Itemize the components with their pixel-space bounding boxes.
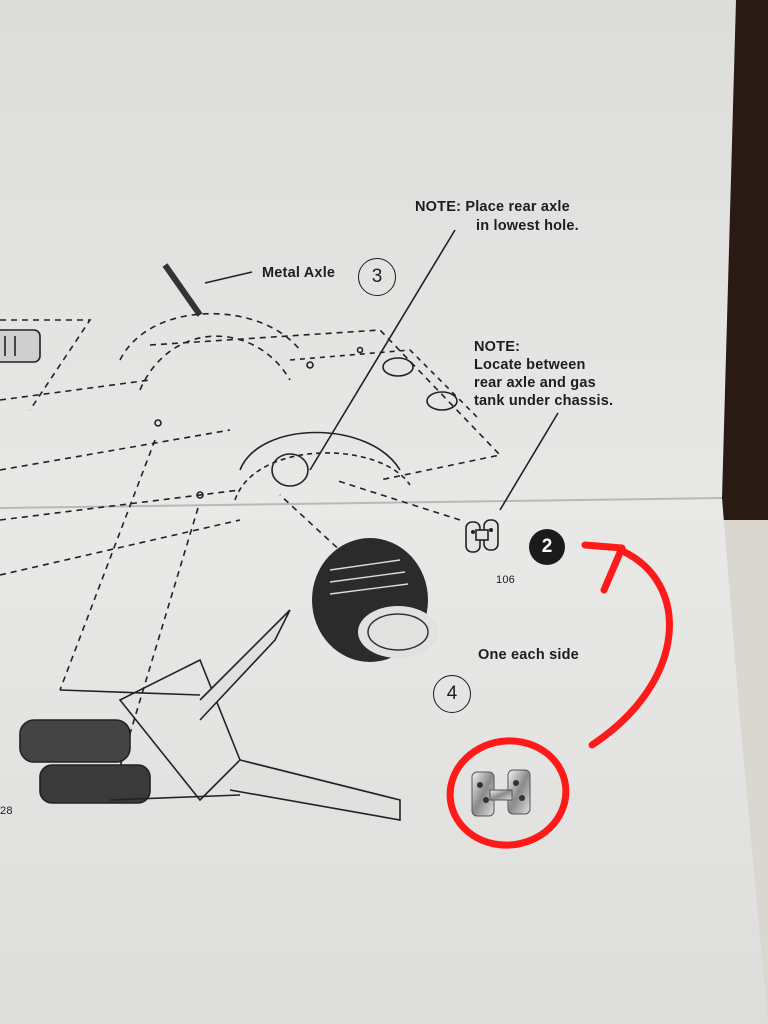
step-3-badge: 3 — [358, 258, 396, 296]
note-locate-line3: rear axle and gas — [474, 375, 596, 391]
paper-lower — [0, 498, 768, 1024]
clip-part-drawing — [465, 519, 499, 553]
paper-upper — [0, 0, 736, 508]
step-4-badge: 4 — [433, 675, 471, 713]
tire-drawing — [312, 538, 438, 662]
note-locate-line4: tank under chassis. — [474, 393, 614, 409]
part-number-label: 106 — [496, 574, 515, 586]
red-circle — [446, 737, 570, 849]
one-each-side-label: One each side — [478, 647, 579, 663]
fold-line — [0, 497, 723, 509]
metal-axle-label: Metal Axle — [262, 265, 336, 281]
red-arrow-head — [581, 541, 626, 594]
page-number-fragment: 28 — [0, 805, 13, 817]
red-arrow-shaft — [588, 546, 673, 749]
note-locate-line2: Locate between — [474, 357, 586, 373]
red-annotation — [446, 541, 673, 849]
left-part-drawing — [0, 329, 41, 363]
engine-drawing — [19, 609, 401, 821]
note-axle-line1: NOTE: Place rear axle — [415, 199, 570, 215]
note-locate-line1: NOTE: — [474, 339, 521, 355]
note-axle-line2: in lowest hole. — [476, 218, 579, 234]
step-2-badge: 2 — [529, 529, 565, 565]
chrome-part — [471, 769, 531, 817]
